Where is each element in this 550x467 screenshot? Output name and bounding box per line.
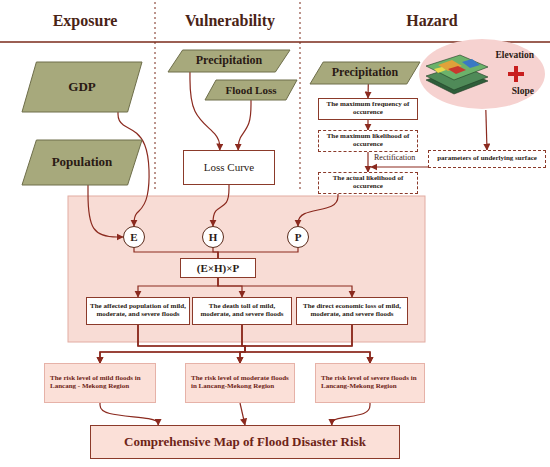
flow-connector xyxy=(100,403,158,425)
process-box: Loss Curve xyxy=(183,150,275,185)
note-label: Rectification xyxy=(373,153,427,162)
plus-symbol xyxy=(508,66,524,82)
flow-connector xyxy=(100,325,245,363)
input-parallelogram: Precipitation xyxy=(310,62,420,84)
flow-connector xyxy=(218,248,298,258)
rectification-arrow xyxy=(371,166,428,167)
hazard-box: The maximum likelihood of occurence xyxy=(318,130,418,152)
node-text: H xyxy=(209,231,218,243)
hazard-box: The actual likelihood of occurence xyxy=(318,172,418,194)
node-text: (E×H)×P xyxy=(197,262,239,274)
node-text: The risk level of severe floods in Lanca… xyxy=(321,375,419,391)
model-panel xyxy=(68,196,425,342)
node-text: The maximum frequency of occurence xyxy=(322,101,414,117)
flow-connector xyxy=(242,325,370,363)
node-text: Precipitation xyxy=(196,54,262,67)
node-text: The risk level of moderate floods in Lan… xyxy=(191,375,289,391)
flow-connector xyxy=(100,325,245,363)
factor-circle: H xyxy=(202,226,224,248)
node-text: The actual likelihood of occurence xyxy=(322,175,414,191)
flow-connector xyxy=(213,248,218,258)
flow-connector xyxy=(238,100,251,150)
hazard-box: parameters of underlying surface xyxy=(428,150,546,168)
result-box: The direct economic loss of mild, modera… xyxy=(296,297,408,325)
hazard-box: The maximum frequency of occurence xyxy=(318,98,418,120)
node-text: P xyxy=(295,231,302,243)
factor-circle: E xyxy=(123,226,145,248)
flow-connector xyxy=(138,278,218,297)
flow-connector xyxy=(367,120,368,130)
input-parallelogram: Population xyxy=(22,140,142,185)
input-parallelogram: Precipitation xyxy=(168,50,290,72)
risk-box: The risk level of moderate floods in Lan… xyxy=(185,363,295,403)
node-text: Flood Loss xyxy=(225,84,276,96)
column-divider xyxy=(300,2,301,190)
input-parallelogram: GDP xyxy=(22,62,142,112)
flow-connector xyxy=(138,325,370,363)
risk-box: The risk level of mild floods in Lancang… xyxy=(44,363,156,403)
node-text: The direct economic loss of mild, modera… xyxy=(300,303,404,319)
node-text: Slope xyxy=(512,86,534,97)
column-heading: Hazard xyxy=(382,12,482,30)
node-text: GDP xyxy=(68,80,95,95)
flow-connector xyxy=(218,278,352,297)
output-box: Comprehensive Map of Flood Disaster Risk xyxy=(90,425,400,459)
flow-connector xyxy=(240,325,352,363)
node-text: Precipitation xyxy=(332,66,398,79)
flow-connector xyxy=(240,403,245,425)
flow-connector xyxy=(367,152,368,172)
node-text: parameters of underlying surface xyxy=(437,155,537,163)
node-text: The affected population of mild, moderat… xyxy=(90,303,186,319)
flow-connector xyxy=(332,403,370,425)
flow-connector xyxy=(486,110,487,150)
flow-connector xyxy=(245,325,370,363)
factor-circle: P xyxy=(287,226,309,248)
flow-connector xyxy=(367,84,368,98)
node-text: The death toll of mild, moderate, and se… xyxy=(196,303,288,319)
node-text: E xyxy=(130,231,137,243)
node-text: Population xyxy=(52,155,113,170)
formula-box: (E×H)×P xyxy=(180,258,256,278)
flow-connector xyxy=(298,194,338,226)
column-heading: Exposure xyxy=(30,12,140,30)
result-box: The affected population of mild, moderat… xyxy=(86,297,190,325)
result-box: The death toll of mild, moderate, and se… xyxy=(192,297,292,325)
terrain-map-icon xyxy=(426,55,488,94)
column-heading: Vulnerability xyxy=(163,12,297,30)
flow-connector xyxy=(218,278,242,297)
node-text: The risk level of mild floods in Lancang… xyxy=(50,375,150,391)
flow-connector xyxy=(100,325,352,363)
node-text: Loss Curve xyxy=(204,161,254,173)
column-divider xyxy=(155,2,156,190)
ellipse-outline xyxy=(418,38,546,110)
flow-connector xyxy=(134,248,218,258)
flow-connector xyxy=(138,325,245,363)
flow-connector xyxy=(88,185,123,237)
risk-box: The risk level of severe floods in Lanca… xyxy=(315,363,425,403)
flow-connector xyxy=(213,185,229,226)
node-text: The maximum likelihood of occurence xyxy=(322,133,414,149)
terrain-ellipse: ElevationSlope xyxy=(418,38,546,110)
node-text: Elevation xyxy=(495,50,534,61)
node-text: Comprehensive Map of Flood Disaster Risk xyxy=(124,435,366,450)
input-parallelogram: Flood Loss xyxy=(205,80,297,100)
